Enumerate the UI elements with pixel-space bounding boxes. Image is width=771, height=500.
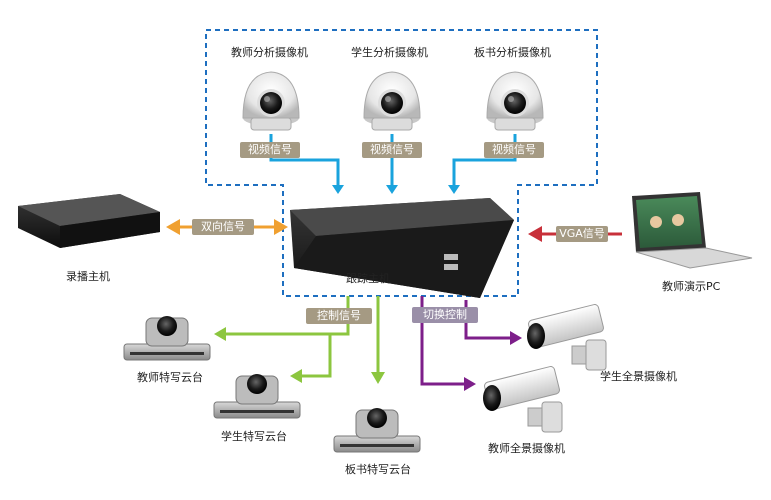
control-signal-tag: 控制信号 <box>306 308 372 324</box>
board-analysis-dome-camera <box>486 71 544 131</box>
student-analysis-dome-camera <box>363 71 421 131</box>
teacher-ptz-camera <box>123 316 211 361</box>
video-signal-tag-1: 视频信号 <box>240 142 300 158</box>
control-arrowheads <box>214 327 385 384</box>
tracking-host-label: 跟踪主机 <box>346 272 390 285</box>
vga-signal-tag: VGA信号 <box>556 226 608 242</box>
teacher-analysis-camera-label: 教师分析摄像机 <box>231 46 308 59</box>
board-ptz-camera <box>333 408 421 453</box>
bidirectional-signal-tag: 双向信号 <box>192 219 254 235</box>
teacher-pc-label: 教师演示PC <box>662 280 721 293</box>
system-boundary <box>205 29 598 297</box>
teacher-closeup-ptz-label: 教师特写云台 <box>137 371 203 384</box>
student-closeup-ptz-label: 学生特写云台 <box>221 430 287 443</box>
recording-host-device <box>18 194 160 248</box>
board-analysis-camera-label: 板书分析摄像机 <box>474 46 551 59</box>
student-ptz-camera <box>213 374 301 419</box>
teacher-panorama-bullet-camera <box>483 366 563 433</box>
video-arrowheads <box>332 185 460 194</box>
video-signal-tag-3: 视频信号 <box>484 142 544 158</box>
student-panorama-camera-label: 学生全景摄像机 <box>600 370 677 383</box>
switch-arrowheads <box>464 331 522 391</box>
switch-control-tag: 切换控制 <box>412 307 478 323</box>
student-analysis-camera-label: 学生分析摄像机 <box>351 46 428 59</box>
teacher-panorama-camera-label: 教师全景摄像机 <box>488 442 565 455</box>
board-closeup-ptz-label: 板书特写云台 <box>345 463 411 476</box>
recording-host-label: 录播主机 <box>66 270 110 283</box>
teacher-laptop <box>632 192 753 269</box>
student-panorama-bullet-camera <box>527 304 607 371</box>
tracking-host-device <box>290 198 514 298</box>
video-signal-tag-2: 视频信号 <box>362 142 422 158</box>
teacher-analysis-dome-camera <box>242 71 300 131</box>
